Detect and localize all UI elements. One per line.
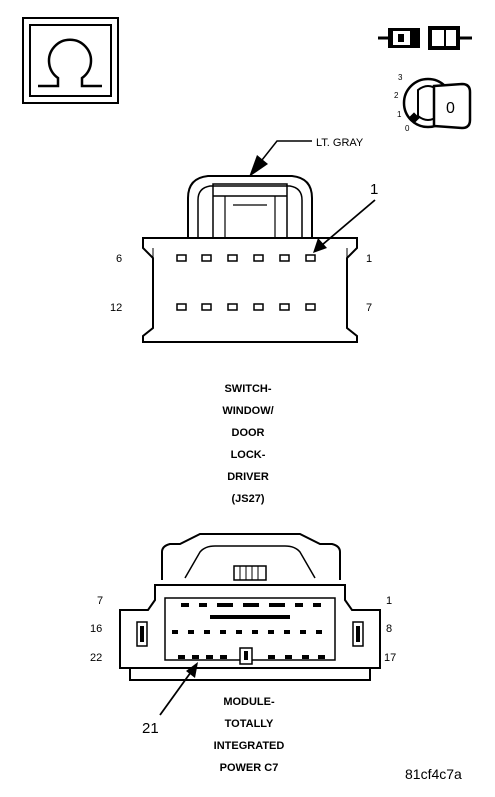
svg-text:SWITCH-: SWITCH- [224, 383, 271, 395]
pin-row-top [176, 254, 316, 262]
pin-label-7: 7 [97, 595, 103, 607]
pin-callout-1: 1 [370, 181, 378, 198]
key-position-1: 1 [397, 110, 402, 119]
pin-label-1: 1 [366, 253, 372, 265]
svg-text:(JS27): (JS27) [231, 493, 264, 505]
key-position-2: 2 [394, 91, 399, 100]
pin-row-1 [181, 603, 321, 619]
switch-connector-name: SWITCH- WINDOW/ DOOR LOCK- DRIVER (JS27) [222, 383, 273, 505]
ohm-meter-icon [22, 17, 119, 104]
pin-row-2 [172, 630, 322, 634]
tipm-connector-c7: 7 1 16 8 22 17 21 [90, 533, 396, 737]
pin-row-3 [178, 647, 325, 665]
pin-label-17: 17 [384, 652, 396, 664]
pin-label-1: 1 [386, 595, 392, 607]
svg-text:TOTALLY: TOTALLY [225, 718, 274, 730]
pin-label-8: 8 [386, 623, 392, 635]
svg-text:MODULE-: MODULE- [223, 696, 275, 708]
pin-label-12: 12 [110, 302, 122, 314]
svg-text:LOCK-: LOCK- [231, 449, 266, 461]
pin-callout-21: 21 [142, 720, 159, 737]
svg-text:INTEGRATED: INTEGRATED [214, 740, 285, 752]
key-label: 0 [446, 100, 455, 117]
svg-text:DRIVER: DRIVER [227, 471, 269, 483]
pin-label-22: 22 [90, 652, 102, 664]
pin-label-6: 6 [116, 253, 122, 265]
tipm-connector-name: MODULE- TOTALLY INTEGRATED POWER C7 [214, 696, 285, 774]
connector-color-label: LT. GRAY [316, 137, 364, 149]
svg-text:DOOR: DOOR [232, 427, 265, 439]
disconnect-connector-icon [378, 26, 472, 50]
key-position-3: 3 [398, 73, 403, 82]
svg-text:WINDOW/: WINDOW/ [222, 405, 273, 417]
pin-label-7: 7 [366, 302, 372, 314]
svg-text:POWER C7: POWER C7 [220, 762, 279, 774]
ignition-key-icon: 3 2 1 0 0 [394, 73, 472, 133]
pin-label-16: 16 [90, 623, 102, 635]
figure-code: 81cf4c7a [405, 766, 462, 782]
switch-connector-js27: LT. GRAY [110, 137, 378, 343]
pin-row-bottom [176, 303, 316, 311]
key-position-0: 0 [405, 124, 410, 133]
